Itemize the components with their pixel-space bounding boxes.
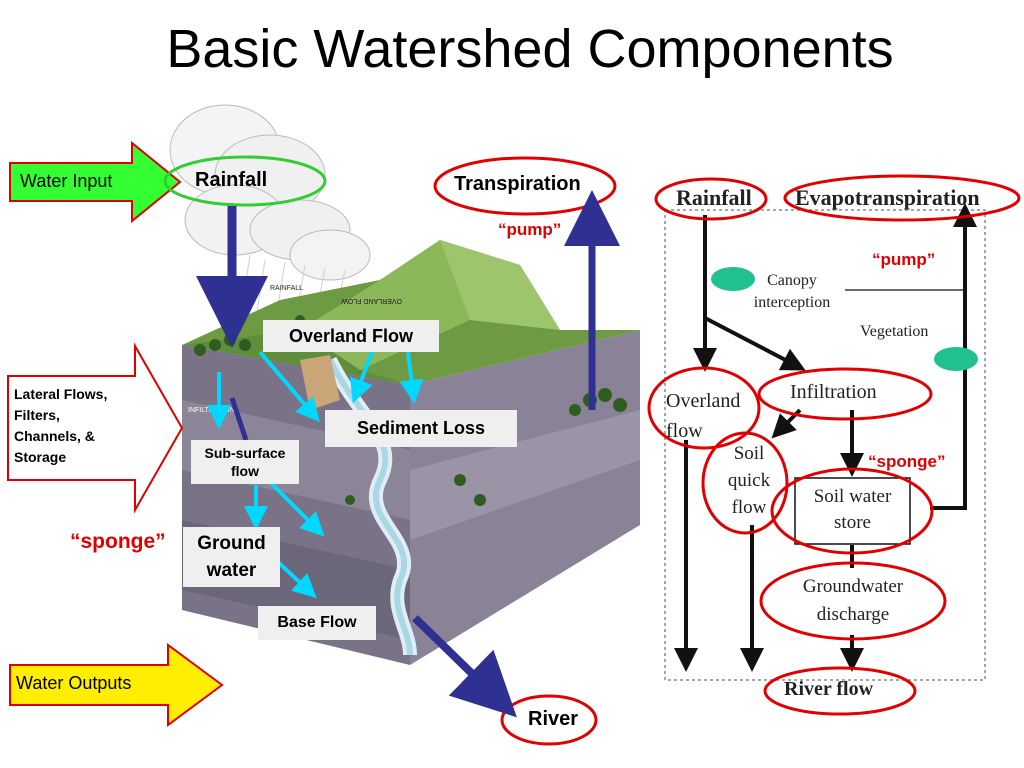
water-input-arrow — [9, 140, 182, 224]
illus-rainfall-text: RAINFALL — [270, 285, 303, 292]
canopy-label: Canopy interception — [753, 272, 831, 311]
water-outputs-label: Water Outputs — [16, 673, 132, 693]
soil-store-ellipse — [770, 467, 934, 555]
water-outputs-arrow — [9, 643, 224, 727]
lateral-flows-label: Lateral Flows, Filters, Channels, & Stor… — [14, 386, 108, 465]
illus-infiltration-text: INFILTRATION — [188, 407, 235, 414]
infiltration-label: Infiltration — [790, 381, 877, 403]
ground-water-box: Ground water — [183, 527, 280, 587]
river-out-arrow — [412, 615, 517, 718]
soil-quick-label: Soil quick flow — [727, 443, 771, 518]
vegetation-label: Vegetation — [860, 323, 929, 340]
vegetation-dot — [934, 347, 978, 371]
lateral-flows-arrow — [7, 342, 184, 514]
rainfall-ellipse — [163, 155, 327, 207]
soil-quick-ellipse — [701, 431, 789, 535]
evapotranspiration-label: Evapotranspiration — [795, 185, 980, 210]
soil-store-label: Soil water store — [813, 486, 892, 533]
river-ellipse — [500, 694, 598, 746]
rainfall-label: Rainfall — [195, 169, 268, 191]
river-label: River — [528, 708, 579, 730]
pump-label-left: “pump” — [498, 220, 562, 239]
sediment-loss-box: Sediment Loss — [325, 410, 517, 447]
soil-store-box — [794, 477, 911, 545]
water-input-label: Water Input — [20, 171, 113, 191]
transpiration-ellipse — [433, 156, 617, 216]
transpiration-label: Transpiration — [454, 173, 581, 195]
groundwater-ellipse — [759, 561, 947, 641]
sponge-label-left: “sponge” — [70, 530, 166, 553]
illus-groundwater-text: GROUNDWATER — [540, 585, 596, 592]
overland-right-label: Overland flow — [666, 390, 741, 442]
subsurface-flow-box: Sub-surface flow — [191, 440, 299, 484]
river-flow-label: River flow — [784, 678, 874, 700]
cloud-illustration — [169, 104, 371, 281]
evapo-ellipse — [783, 174, 1021, 222]
infiltration-ellipse — [757, 367, 933, 421]
illus-overland-text: OVERLAND FLOW — [341, 297, 402, 304]
page-title: Basic Watershed Components — [166, 19, 894, 79]
infiltration-arrow — [229, 397, 249, 441]
cyan-flow-arrows — [207, 350, 424, 599]
overland-right-ellipse — [647, 366, 761, 450]
base-flow-box: Base Flow — [258, 606, 376, 640]
rainfall-right-label: Rainfall — [676, 185, 752, 210]
rainfall-right-ellipse — [654, 177, 768, 221]
sponge-label-right: “sponge” — [868, 452, 946, 471]
canopy-dot — [711, 267, 755, 291]
flowchart-border — [664, 209, 986, 681]
overland-flow-box: Overland Flow — [263, 320, 439, 352]
river-flow-ellipse — [763, 666, 917, 716]
groundwater-discharge-label: Groundwater discharge — [802, 576, 904, 625]
pump-label-right: “pump” — [872, 250, 936, 269]
